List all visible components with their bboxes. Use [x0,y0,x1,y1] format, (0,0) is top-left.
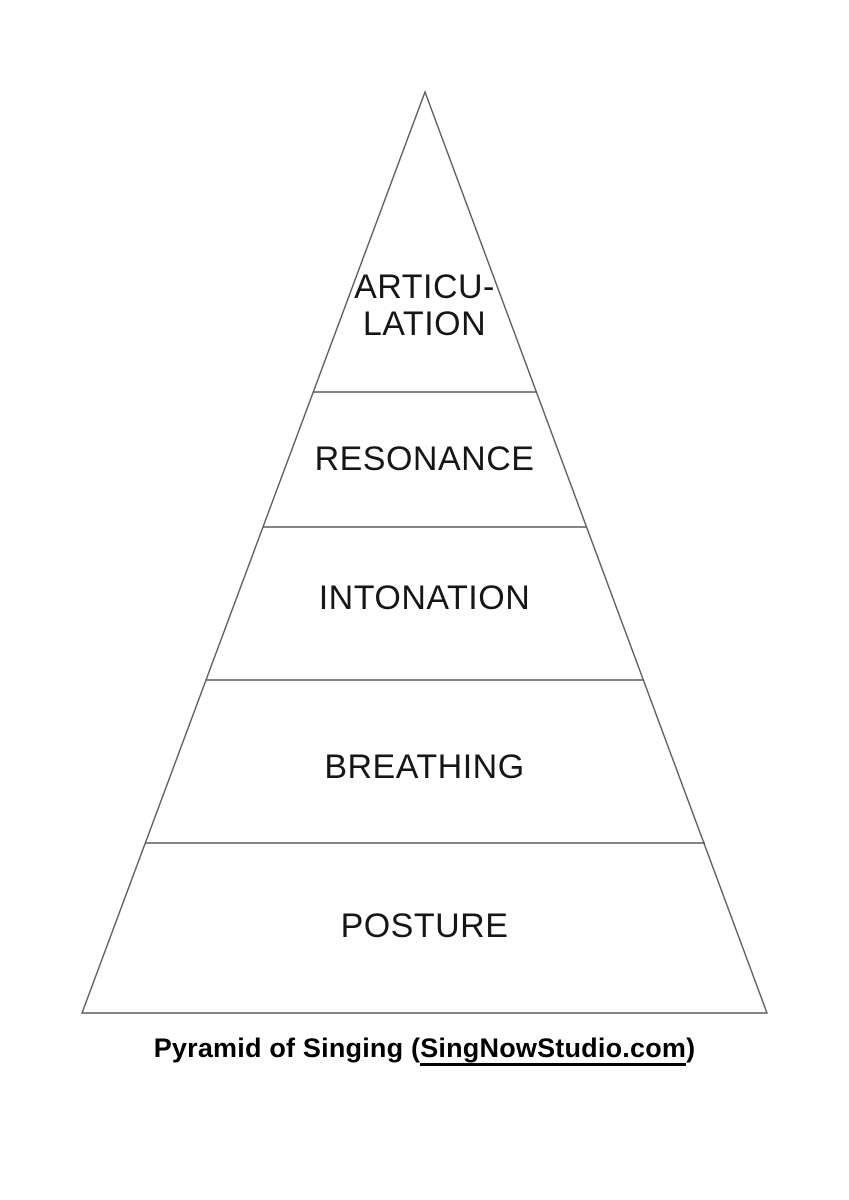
caption-prefix: Pyramid of Singing ( [153,1033,421,1063]
level-label-intonation: INTONATION [318,579,531,617]
pyramid-outline [80,89,769,1014]
level-label-posture: POSTURE [340,907,509,945]
caption-suffix: ) [686,1033,696,1063]
level-label-resonance: RESONANCE [314,440,535,478]
level-label-breathing: BREATHING [324,748,525,786]
caption: Pyramid of Singing (SingNowStudio.com) [0,1033,849,1066]
caption-link[interactable]: SingNowStudio.com [420,1033,687,1066]
level-label-articulation: ARTICU- LATION [354,268,495,343]
